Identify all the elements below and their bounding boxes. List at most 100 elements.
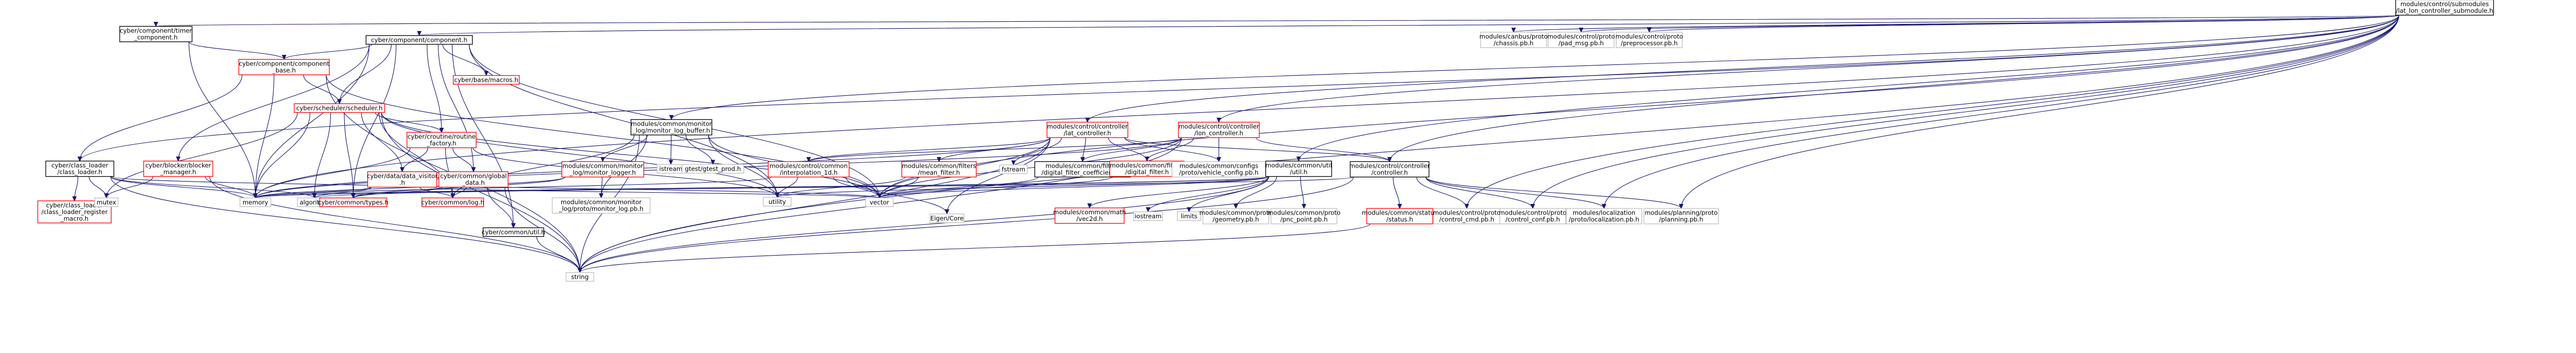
node-scheduler[interactable]: cyber/scheduler/scheduler.h [294, 103, 385, 113]
node-root[interactable]: modules/control/submodules/lat_lon_contr… [2395, 0, 2494, 16]
node-geometry-pb: modules/common/proto/geometry.pb.h [1199, 208, 1273, 225]
edge-arrowhead [877, 193, 882, 199]
edge-line [1649, 14, 2399, 33]
node-vec2d[interactable]: modules/common/math/vec2d.h [1053, 207, 1126, 224]
node-component[interactable]: cyber/component/component.h [365, 35, 473, 45]
edge-common-util-to-algorithm [312, 176, 1269, 199]
node-label: modules/common/configs [1179, 162, 1258, 170]
node-box [238, 59, 330, 76]
node-monitor-logger[interactable]: modules/common/monitor_log/monitor_logge… [561, 161, 644, 178]
node-label: modules/common/filters [1045, 162, 1120, 170]
edge-line [833, 177, 880, 198]
edge-line [1425, 177, 1533, 209]
edge-scheduler-to-memory [253, 112, 311, 199]
edge-line [381, 112, 778, 198]
edge-interpolation-1d-to-memory [253, 177, 772, 199]
node-label: /proto/vehicle_config.pb.h [1179, 169, 1258, 176]
node-box [1480, 31, 1547, 48]
node-monitor-log-buffer[interactable]: modules/common/monitor_log/monitor_log_b… [630, 119, 712, 136]
edge-line [106, 112, 298, 198]
edge-line [579, 137, 1051, 273]
edge-line [808, 137, 1182, 162]
node-label: /planning.pb.h [1659, 216, 1704, 223]
edge-line [255, 147, 411, 198]
edge-arrowhead [710, 160, 716, 165]
edge-line [255, 75, 275, 198]
edge-line [579, 224, 1370, 273]
node-interpolation-1d[interactable]: modules/control/common/interpolation_1d.… [768, 161, 850, 178]
node-label: mutex [97, 199, 117, 206]
node-types[interactable]: cyber/common/types.h [318, 198, 389, 207]
node-label: _log/monitor_log_buffer.h [632, 127, 710, 134]
node-label: cyber/common/util.h [481, 228, 545, 236]
node-log[interactable]: cyber/common/log.h [421, 198, 485, 207]
node-box [1616, 31, 1683, 48]
node-global-data[interactable]: cyber/common/global_data.h [438, 171, 509, 188]
node-label: /class_loader.h [57, 168, 102, 176]
node-timer[interactable]: cyber/component/timer_component.h [119, 26, 193, 43]
edge-arrowhead [484, 71, 489, 76]
node-label: memory [243, 199, 268, 206]
node-class-loader[interactable]: cyber/class_loader/class_loader.h [45, 160, 114, 177]
node-routine-factory[interactable]: cyber/croutine/routine_factory.h [406, 132, 477, 149]
graph-edges [72, 14, 2399, 273]
edge-line [1466, 15, 2399, 209]
edge-line [1146, 137, 1194, 161]
node-label: cyber/data/data_visitor [367, 173, 438, 180]
edge-line [255, 137, 1051, 198]
edge-arrowhead [668, 160, 674, 165]
node-box [999, 165, 1028, 174]
node-label: vector [870, 199, 890, 206]
edge-controller-to-string [577, 177, 1354, 273]
edge-line [536, 236, 580, 273]
node-label: _log/monitor_logger.h [569, 169, 636, 176]
node-util[interactable]: cyber/common/util.h [481, 227, 545, 237]
node-box [566, 272, 594, 282]
node-mean-filter[interactable]: modules/common/filters/mean_filter.h [901, 161, 977, 178]
edge-arrowhead [1087, 203, 1092, 209]
node-lon-controller[interactable]: modules/control/controller/lon_controlle… [1178, 121, 1260, 138]
node-base-macros[interactable]: cyber/base/macros.h [453, 75, 520, 85]
node-label: cyber/component/timer [120, 27, 192, 35]
edge-line [353, 44, 397, 198]
edge-line [845, 177, 948, 214]
edge-line [452, 147, 474, 172]
node-label: modules/common/filters [902, 162, 976, 170]
node-lat-controller[interactable]: modules/control/controller/lat_controlle… [1046, 121, 1128, 138]
edge-arrowhead [1578, 28, 1584, 33]
node-blocker-mgr[interactable]: cyber/blocker/blocker_manager.h [143, 160, 213, 177]
edge-lon-controller-to-vehicle-config-pb [1216, 137, 1221, 162]
edge-arrowhead [599, 193, 604, 199]
node-box [143, 160, 213, 177]
edge-monitor-log-buffer-to-istream [668, 135, 674, 165]
edge-arrowhead [669, 115, 674, 120]
node-controller[interactable]: modules/control/controller/controller.h [1349, 161, 1430, 178]
edge-arrowhead [471, 167, 476, 173]
edge-root-to-component [417, 15, 2399, 36]
edge-line [777, 176, 1269, 198]
edge-arrowhead [1216, 157, 1221, 162]
node-box [45, 160, 114, 177]
node-data-visitor[interactable]: cyber/data/data_visitor.h [367, 171, 438, 188]
edge-line [1082, 137, 1182, 162]
edge-arrowhead [1530, 204, 1535, 209]
node-box [682, 164, 744, 174]
edge-line [1148, 176, 1269, 212]
node-common-util[interactable]: modules/common/util/util.h [1265, 160, 1332, 177]
edge-line [79, 75, 243, 161]
node-box [1265, 160, 1332, 177]
edge-line [808, 137, 1051, 162]
node-label: cyber/scheduler/scheduler.h [296, 104, 383, 112]
node-vector: vector [865, 198, 894, 207]
edge-line [1532, 15, 2399, 209]
node-pad-msg-pb: modules/control/proto/pad_msg.pb.h [1547, 31, 1615, 48]
edge-line [487, 187, 514, 228]
node-label: /geometry.pb.h [1212, 216, 1259, 223]
node-label: /control_conf.pb.h [1506, 216, 1560, 223]
node-gtest-prod: gtest/gtest_prod.h [682, 164, 744, 174]
edge-arrowhead [1011, 160, 1016, 166]
node-comp-base[interactable]: cyber/component/component_base.h [238, 59, 330, 76]
edge-arrowhead [600, 157, 605, 162]
node-status[interactable]: modules/common/status/status.h [1362, 208, 1437, 225]
